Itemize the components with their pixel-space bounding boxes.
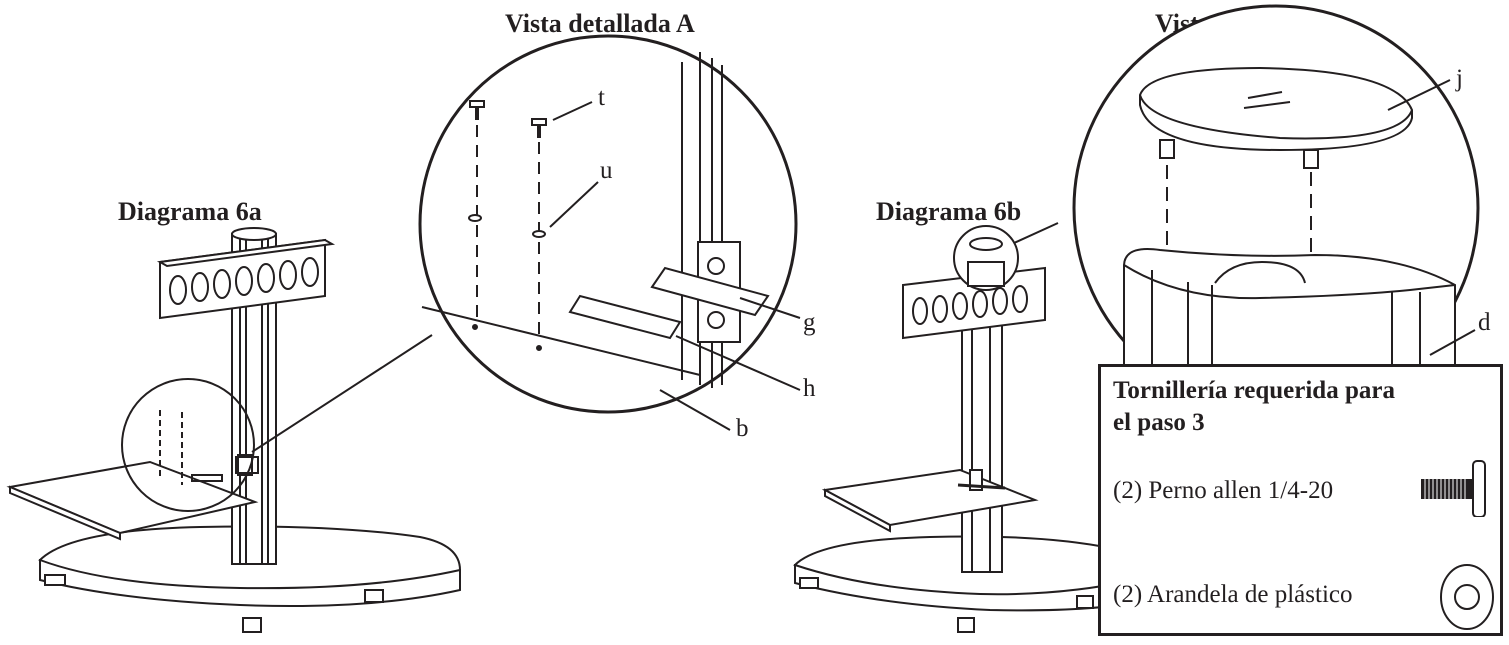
detail-b-leader xyxy=(1013,222,1059,244)
detail-b-cap-peg xyxy=(1303,149,1319,169)
stand-6b xyxy=(793,261,1137,633)
hardware-item-bolt: (2) Perno allen 1/4-20 xyxy=(1113,477,1334,504)
stand-6a xyxy=(6,227,462,633)
detail-a-leader xyxy=(251,334,433,453)
base-foot-6a xyxy=(242,617,262,633)
detail-b-small-cap xyxy=(967,237,1005,287)
detail-a-screws xyxy=(468,100,547,351)
detail-b-cap-logo xyxy=(1243,91,1291,109)
detail-a-small-hardware xyxy=(159,410,259,485)
detail-b-view: j d xyxy=(1072,4,1491,412)
callout-d: d xyxy=(1478,309,1491,336)
detail-a-marker-circle xyxy=(121,378,255,512)
base-foot-6b xyxy=(799,577,819,589)
callout-g: g xyxy=(803,309,816,336)
detail-a-shelf-edge xyxy=(421,306,701,376)
detail-b-cap-edge xyxy=(1139,94,1413,140)
detail-b-inner-curve xyxy=(1214,260,1306,284)
detail-b-column-rim xyxy=(1123,264,1456,300)
allen-bolt-icon xyxy=(1421,460,1486,517)
tv-mount-bracket-lip xyxy=(156,238,336,268)
title-detail-a: Vista detallada A xyxy=(505,9,695,38)
callout-u: u xyxy=(600,157,613,184)
detail-a-shelf-support-h xyxy=(568,294,682,340)
callout-h: h xyxy=(803,375,816,402)
detail-a-circle xyxy=(418,34,798,414)
title-diagram-6b: Diagrama 6b xyxy=(876,197,1021,226)
title-diagram-6a: Diagrama 6a xyxy=(118,197,262,226)
glass-shelf-6b xyxy=(821,468,1039,527)
base-foot-6b xyxy=(957,617,975,633)
glass-shelf-edge-6a xyxy=(9,485,121,541)
detail-a-leaders xyxy=(549,101,801,431)
detail-a-shelf-support-g xyxy=(650,266,770,317)
detail-a-plate-bolt xyxy=(707,311,725,329)
base-foot-6b xyxy=(1076,595,1094,609)
glass-shelf-edge-6b xyxy=(824,488,891,533)
detail-b-cap-peg xyxy=(1159,139,1175,159)
callout-t: t xyxy=(598,84,605,111)
bracket-holes-6b xyxy=(912,285,1028,325)
plastic-washer-icon xyxy=(1440,564,1494,630)
detail-a-plate-bolt xyxy=(707,257,725,275)
glass-shelf-6a xyxy=(6,460,259,535)
detail-a-view: t u g h b xyxy=(418,34,816,442)
hardware-item-washer: (2) Arandela de plástico xyxy=(1113,581,1353,608)
callout-b: b xyxy=(736,415,749,442)
column-top-6a xyxy=(231,227,277,241)
callout-j: j xyxy=(1455,65,1463,92)
hardware-title: Tornillería requerida para el paso 3 xyxy=(1113,377,1395,436)
base-foot-6a xyxy=(44,574,66,586)
detail-b-leaders xyxy=(1387,79,1476,356)
bracket-holes-6a xyxy=(169,257,319,305)
base-foot-6a xyxy=(364,589,384,603)
hardware-box: Tornillería requerida para el paso 3 (2)… xyxy=(1098,364,1503,636)
shelf-bolt-6b xyxy=(957,483,1006,490)
